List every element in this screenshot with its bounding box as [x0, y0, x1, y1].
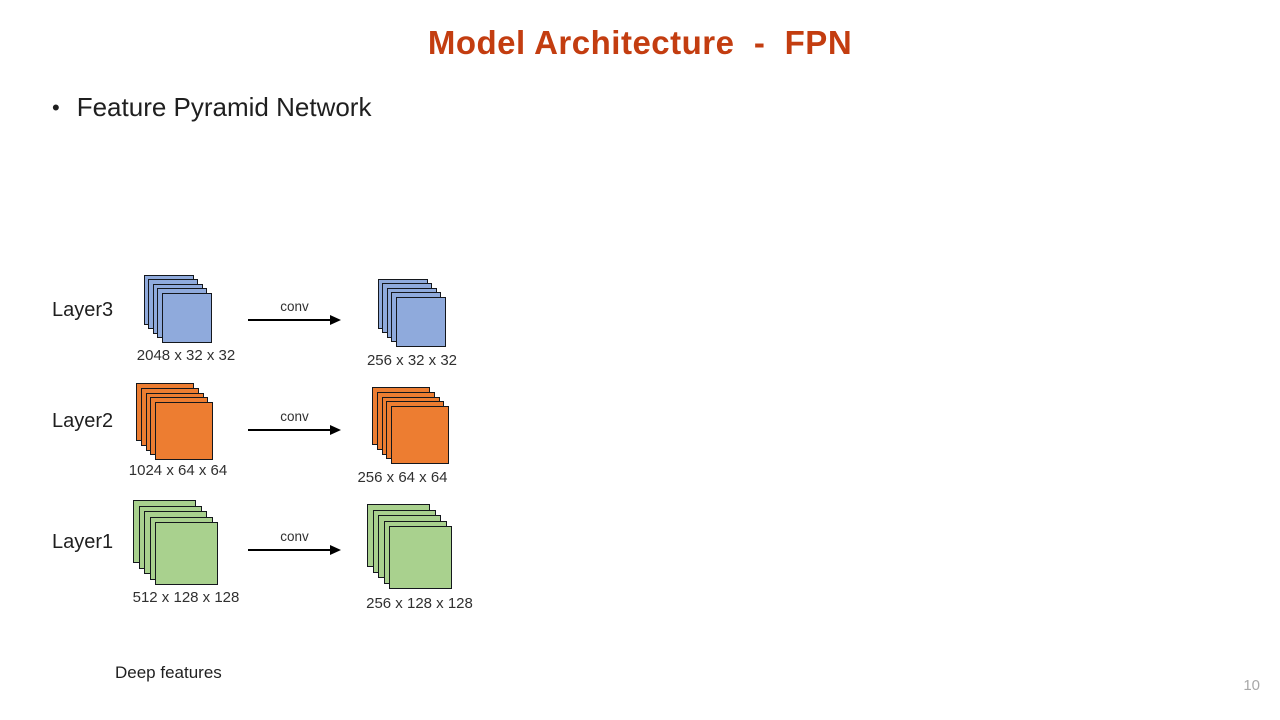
deep-features-caption: Deep features — [115, 663, 222, 682]
feature-map-square — [389, 526, 452, 589]
layer3-conv-arrow: conv — [248, 299, 341, 325]
feature-map-square — [395, 296, 446, 347]
layer3-input-dims: 2048 x 32 x 32 — [136, 347, 236, 364]
arrow-head-icon — [330, 315, 341, 325]
layer2-input-dims: 1024 x 64 x 64 — [128, 462, 228, 479]
layer1-label: Layer1 — [52, 531, 114, 553]
conv-label: conv — [280, 409, 309, 424]
page-number: 10 — [1243, 677, 1260, 694]
arrow-head-icon — [330, 425, 341, 435]
layer1-input-dims: 512 x 128 x 128 — [132, 589, 240, 606]
arrow-line — [248, 549, 332, 551]
conv-label: conv — [280, 299, 309, 314]
arrow-head-icon — [330, 545, 341, 555]
slide-title: Model Architecture - FPN — [427, 24, 853, 61]
feature-map-square — [155, 522, 218, 585]
arrow-line — [248, 319, 332, 321]
layer2-output-dims: 256 x 64 x 64 — [357, 469, 448, 486]
layer2-label: Layer2 — [52, 410, 114, 432]
layer1-output-dims: 256 x 128 x 128 — [366, 595, 473, 612]
layer3-label: Layer3 — [52, 299, 114, 321]
arrow-line — [248, 429, 332, 431]
bullet-item: • Feature Pyramid Network — [52, 92, 371, 123]
bullet-glyph: • — [52, 94, 60, 120]
layer3-output-dims: 256 x 32 x 32 — [366, 352, 458, 369]
feature-map-square — [161, 292, 212, 343]
layer2-conv-arrow: conv — [248, 409, 341, 435]
feature-map-square — [391, 406, 450, 465]
feature-map-square — [155, 402, 214, 461]
bullet-text: Feature Pyramid Network — [76, 92, 372, 122]
layer1-conv-arrow: conv — [248, 529, 341, 555]
conv-label: conv — [280, 529, 309, 544]
